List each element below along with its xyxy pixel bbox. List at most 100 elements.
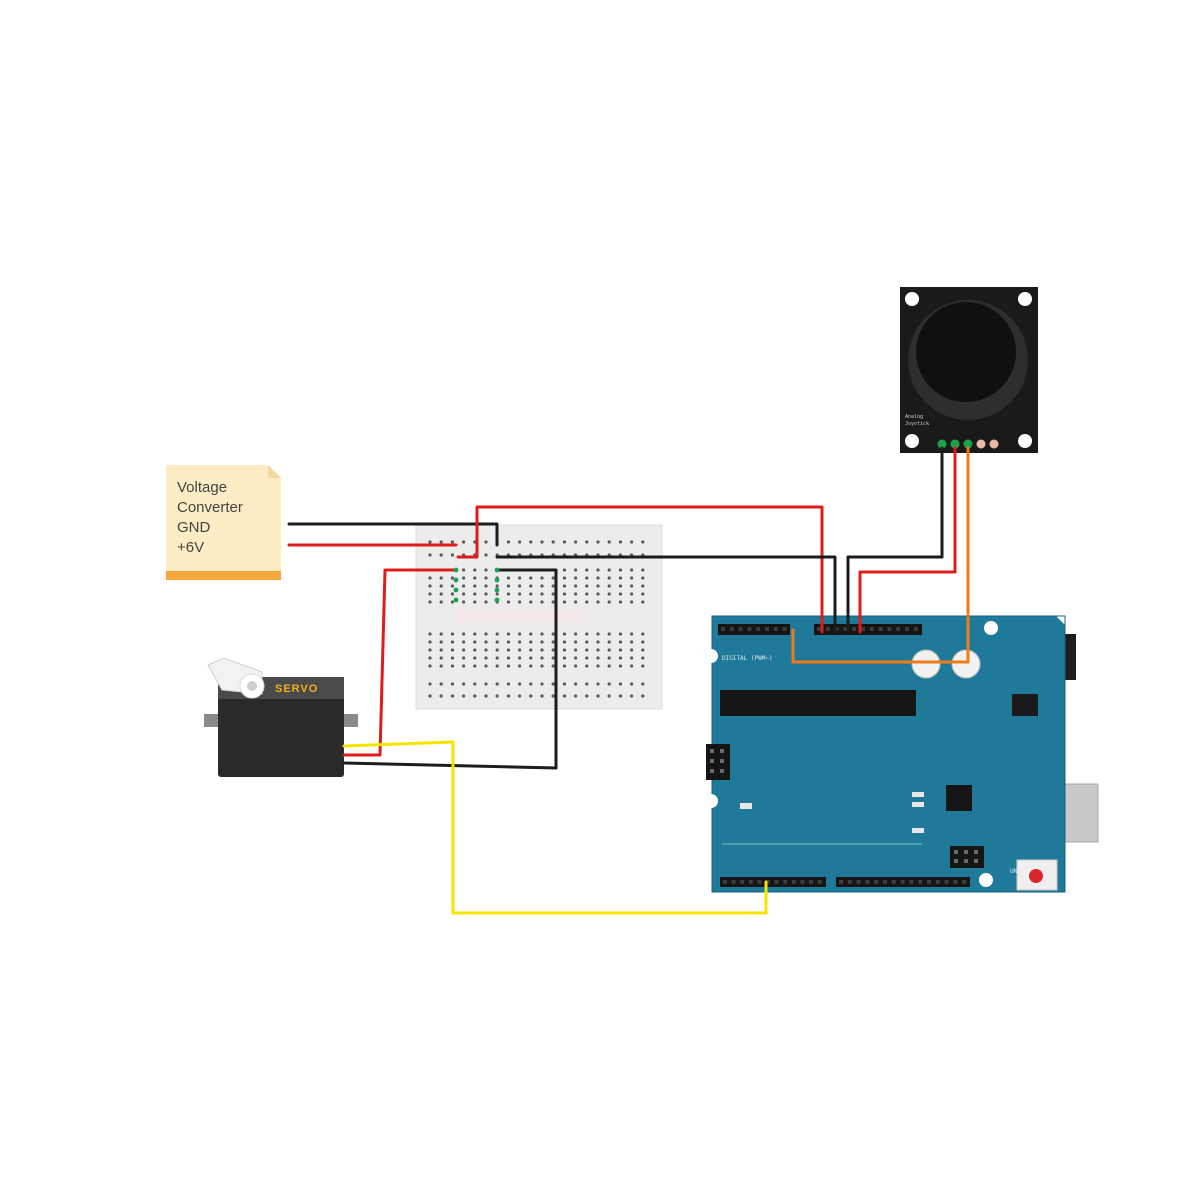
breadboard-hole xyxy=(596,592,600,596)
breadboard-hole xyxy=(439,600,443,604)
breadboard-hole xyxy=(495,694,499,698)
breadboard-hole xyxy=(484,694,488,698)
breadboard-hole xyxy=(518,600,522,604)
breadboard-hole xyxy=(618,576,623,580)
breadboard-hole xyxy=(607,600,611,604)
breadboard-hole xyxy=(630,632,634,636)
header-pin xyxy=(774,880,779,884)
header-pin xyxy=(905,627,909,631)
breadboard-hole xyxy=(518,632,522,636)
header-pin xyxy=(839,880,843,884)
breadboard-hole xyxy=(495,664,499,668)
breadboard-hole xyxy=(428,600,432,604)
breadboard-hole xyxy=(562,694,567,698)
header-pin xyxy=(825,627,830,631)
breadboard-hole xyxy=(439,576,443,580)
breadboard-hole xyxy=(439,553,443,557)
breadboard-hole xyxy=(473,648,477,652)
breadboard-hole xyxy=(596,682,600,686)
breadboard-hole xyxy=(596,694,600,698)
breadboard-hole xyxy=(506,576,510,580)
breadboard-hole xyxy=(607,664,611,668)
icsp-pin xyxy=(974,850,978,854)
breadboard-hole xyxy=(585,540,589,544)
header-pin xyxy=(909,880,914,884)
breadboard-hole xyxy=(630,664,634,668)
breadboard-hole xyxy=(484,664,488,668)
breadboard-hole xyxy=(562,576,567,580)
breadboard-hole xyxy=(462,640,466,644)
breadboard-hole xyxy=(630,656,634,660)
breadboard-hole xyxy=(473,632,477,636)
uno-label: UNO xyxy=(1010,868,1021,875)
joystick-caption-1: Analog xyxy=(905,414,923,420)
header-pin xyxy=(896,627,901,631)
breadboard-hole xyxy=(495,682,499,686)
breadboard-hole xyxy=(518,592,522,596)
breadboard-hole xyxy=(618,632,623,636)
breadboard-hole xyxy=(439,640,443,644)
breadboard-hole xyxy=(641,682,645,686)
breadboard-hole xyxy=(641,600,645,604)
breadboard-hole xyxy=(630,600,634,604)
breadboard-hole xyxy=(574,648,578,652)
breadboard-hole xyxy=(462,694,466,698)
breadboard-hole xyxy=(607,682,611,686)
header-pin xyxy=(766,880,770,884)
breadboard-hole xyxy=(473,592,477,596)
breadboard-hole xyxy=(462,576,466,580)
breadboard-hole xyxy=(630,540,634,544)
breadboard-hole xyxy=(540,648,544,652)
breadboard-hole xyxy=(450,632,454,636)
breadboard-hole xyxy=(596,656,600,660)
header-pin xyxy=(852,627,857,631)
header-pin xyxy=(874,880,879,884)
header-pin xyxy=(723,880,727,884)
breadboard-hole xyxy=(518,540,522,544)
breadboard-hole xyxy=(562,664,567,668)
breadboard-hole xyxy=(551,584,555,588)
capacitor xyxy=(911,649,941,679)
breadboard-hole xyxy=(551,664,555,668)
breadboard-hole xyxy=(506,640,510,644)
icsp-pin xyxy=(710,769,714,773)
breadboard-hole xyxy=(450,576,454,580)
header-pin xyxy=(721,627,725,631)
breadboard-hole xyxy=(630,576,634,580)
icsp-pin xyxy=(974,859,978,863)
header-pin xyxy=(843,627,848,631)
breadboard-hole xyxy=(428,592,432,596)
breadboard-hole xyxy=(506,600,510,604)
wire-joystick-5v xyxy=(858,446,957,634)
wire-servo-power xyxy=(342,568,458,757)
icsp-pin xyxy=(720,749,724,753)
breadboard-hole xyxy=(529,656,533,660)
breadboard-hole xyxy=(596,568,600,572)
breadboard-hole xyxy=(484,682,488,686)
breadboard-hole xyxy=(484,648,488,652)
breadboard-hole xyxy=(618,584,623,588)
breadboard-hole xyxy=(506,648,510,652)
breadboard-hole xyxy=(607,540,611,544)
breadboard-hole xyxy=(607,640,611,644)
breadboard-hole xyxy=(641,632,645,636)
breadboard-hole xyxy=(574,568,578,572)
breadboard-hole xyxy=(450,600,454,604)
breadboard-hole xyxy=(473,640,477,644)
breadboard-active-hole xyxy=(453,587,459,593)
breadboard-hole xyxy=(618,694,623,698)
breadboard xyxy=(415,524,663,710)
breadboard-hole xyxy=(484,592,488,596)
analog-joystick: Analog Joystick xyxy=(900,287,1038,453)
header-pin xyxy=(791,880,796,884)
digital-header-right xyxy=(814,624,922,635)
header-pin xyxy=(817,880,822,884)
breadboard-hole xyxy=(618,592,623,596)
breadboard-hole xyxy=(450,656,454,660)
joystick-mount-hole xyxy=(1018,292,1032,306)
header-pin xyxy=(731,880,736,884)
icsp-pin xyxy=(710,749,714,753)
reset-button xyxy=(1029,869,1043,883)
breadboard-hole xyxy=(462,592,466,596)
